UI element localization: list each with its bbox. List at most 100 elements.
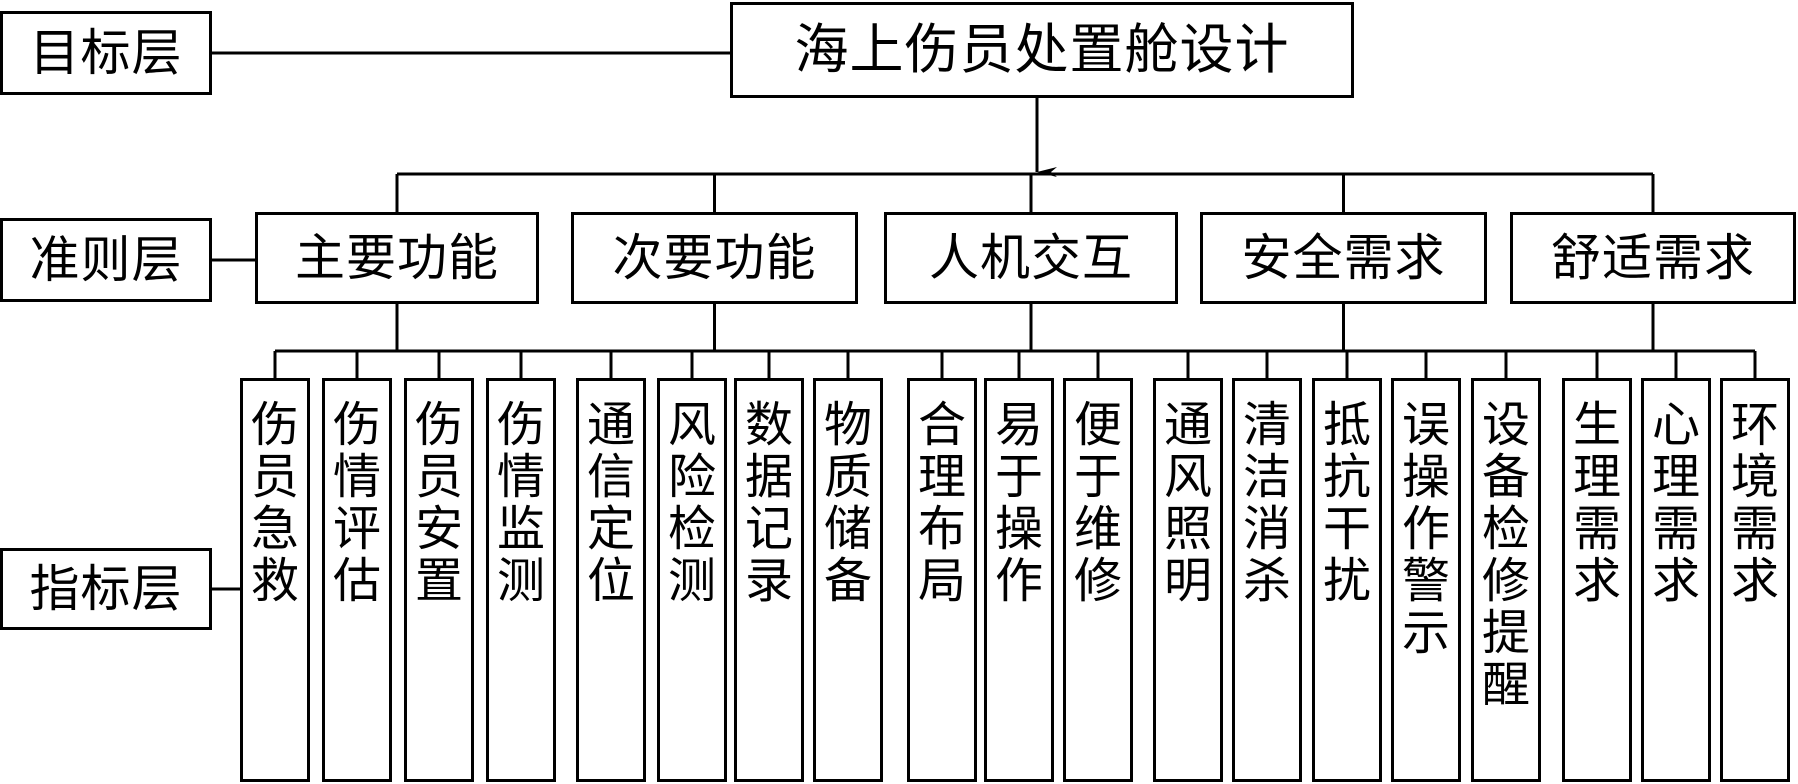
indicator-char: 求 [1651,553,1700,609]
indicator-char: 风 [667,397,716,453]
indicator-node: 易于操作 [984,378,1054,782]
indicator-text: 伤员安置 [415,399,463,607]
indicator-text: 环境需求 [1731,399,1779,607]
criterion-text: 安全需求 [1241,229,1446,287]
criteria-layer-label: 准则层 [0,218,212,302]
criterion-text: 人机交互 [929,229,1133,287]
indicator-char: 备 [1481,449,1530,505]
indicator-char: 修 [1073,553,1122,609]
indicator-text: 设备检修提醒 [1482,399,1530,711]
indicator-text: 心理需求 [1652,399,1700,607]
indicator-node: 数据记录 [734,378,804,782]
indicator-text: 清洁消杀 [1243,399,1291,607]
indicator-char: 杀 [1242,553,1291,609]
indicator-char: 需 [1651,501,1700,557]
indicator-text: 抵抗干扰 [1323,399,1371,607]
indicator-char: 检 [667,501,716,557]
indicator-text: 易于操作 [995,399,1043,607]
indicator-text: 伤员急救 [251,399,299,607]
indicator-node: 通信定位 [576,378,646,782]
indicator-char: 监 [496,501,545,557]
indicator-text: 伤情评估 [333,399,381,607]
indicator-char: 通 [586,397,635,453]
indicator-char: 求 [1730,553,1779,609]
indicator-char: 安 [414,501,463,557]
indicator-node: 便于维修 [1063,378,1133,782]
criterion-node: 人机交互 [884,212,1178,304]
indicator-char: 理 [1572,449,1621,505]
indicator-char: 伤 [250,397,299,453]
indicator-char: 置 [414,553,463,609]
goal-node: 海上伤员处置舱设计 [730,2,1354,98]
indicator-char: 位 [586,553,635,609]
indicator-char: 设 [1481,397,1530,453]
indicator-char: 抗 [1322,449,1371,505]
indicator-char: 评 [332,501,381,557]
indicator-char: 洁 [1242,449,1291,505]
criterion-node: 主要功能 [255,212,539,304]
indicator-char: 物 [823,397,872,453]
indicator-text: 风险检测 [668,399,716,607]
indicator-char: 修 [1481,553,1530,609]
indicator-char: 急 [250,501,299,557]
indicator-text: 伤情监测 [497,399,545,607]
indicator-char: 生 [1572,397,1621,453]
indicator-char: 警 [1401,553,1450,609]
indicator-node: 设备检修提醒 [1471,378,1541,782]
indicator-char: 于 [994,449,1043,505]
indicator-node: 伤员急救 [240,378,310,782]
goal-text: 海上伤员处置舱设计 [794,18,1290,81]
indicator-char: 备 [823,553,872,609]
indicator-char: 风 [1163,449,1212,505]
indicator-node: 生理需求 [1562,378,1632,782]
indicator-text: 合理布局 [918,399,966,607]
criteria-layer-text: 准则层 [29,231,183,289]
criterion-text: 主要功能 [295,229,499,287]
indicator-node: 心理需求 [1641,378,1711,782]
indicator-node: 通风照明 [1153,378,1223,782]
indicator-char: 险 [667,449,716,505]
indicator-char: 伤 [332,397,381,453]
indicator-char: 局 [917,553,966,609]
indicator-char: 示 [1401,605,1450,661]
indicator-node: 环境需求 [1720,378,1790,782]
indicator-char: 测 [667,553,716,609]
indicator-char: 测 [496,553,545,609]
indicator-layer-text: 指标层 [29,560,183,618]
criterion-node: 次要功能 [571,212,858,304]
indicator-char: 需 [1572,501,1621,557]
indicator-char: 合 [917,397,966,453]
indicator-char: 理 [1651,449,1700,505]
indicator-char: 明 [1163,553,1212,609]
indicator-char: 定 [586,501,635,557]
indicator-char: 提 [1481,605,1530,661]
indicator-char: 干 [1322,501,1371,557]
indicator-char: 便 [1073,397,1122,453]
indicator-node: 伤员安置 [404,378,474,782]
indicator-layer-label: 指标层 [0,548,212,630]
indicator-char: 记 [744,501,793,557]
indicator-node: 误操作警示 [1391,378,1461,782]
criterion-node: 安全需求 [1200,212,1487,304]
indicator-text: 数据记录 [745,399,793,607]
indicator-char: 情 [496,449,545,505]
indicator-char: 清 [1242,397,1291,453]
indicator-node: 物质储备 [813,378,883,782]
indicator-node: 伤情监测 [486,378,556,782]
indicator-char: 员 [250,449,299,505]
criterion-text: 次要功能 [612,229,817,287]
indicator-char: 伤 [496,397,545,453]
goal-layer-text: 目标层 [29,24,183,82]
indicator-char: 心 [1651,397,1700,453]
indicator-char: 于 [1073,449,1122,505]
indicator-node: 风险检测 [657,378,727,782]
indicator-char: 误 [1401,397,1450,453]
indicator-text: 便于维修 [1074,399,1122,607]
indicator-char: 伤 [414,397,463,453]
indicator-char: 境 [1730,449,1779,505]
indicator-char: 估 [332,553,381,609]
indicator-char: 作 [994,553,1043,609]
indicator-text: 物质储备 [824,399,872,607]
criterion-node: 舒适需求 [1510,212,1796,304]
